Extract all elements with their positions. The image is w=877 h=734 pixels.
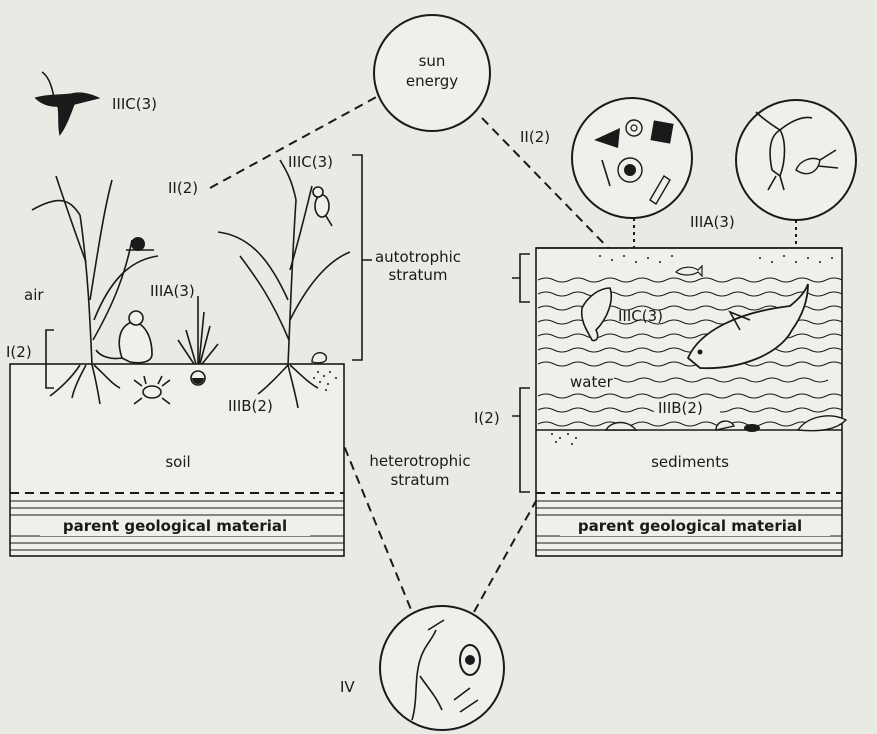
water-producer-label: II(2)	[520, 128, 550, 146]
bacteria-circle	[380, 606, 504, 730]
sun-label: sun	[419, 52, 446, 70]
soil-label: soil	[165, 453, 190, 471]
water-abiotic-label: I(2)	[474, 409, 500, 427]
heterotrophic-label: heterotrophic	[369, 452, 470, 470]
sun-energy-circle: sun energy	[374, 15, 490, 131]
land-consumer-label: IIIC(3)	[288, 153, 333, 171]
water-consumer-label: IIIC(3)	[618, 307, 663, 325]
grass-icon	[178, 296, 218, 364]
water-parent-label: parent geological material	[578, 517, 802, 535]
water-autotrophic-bracket	[512, 254, 530, 302]
water-heterotrophic-bracket	[512, 388, 530, 492]
land-abiotic-label: I(2)	[6, 343, 32, 361]
energy-label: energy	[406, 72, 458, 90]
bird-icon	[313, 187, 332, 226]
water-label: water	[570, 373, 614, 391]
heterotrophic-stratum-label: stratum	[390, 471, 449, 489]
snail-icon	[312, 353, 326, 363]
insect-icon	[191, 371, 205, 385]
land-parent-label: parent geological material	[63, 517, 287, 535]
autotrophic-bracket	[352, 155, 372, 360]
land-herbivore-label: IIIA(3)	[150, 282, 195, 300]
zooplankton-circle	[736, 100, 856, 220]
air-label: air	[24, 286, 44, 304]
phytoplankton-circle	[572, 98, 692, 218]
autotrophic-stratum-label: stratum	[388, 266, 447, 284]
microbe-label: IV	[340, 678, 355, 696]
land-decomposer-label: IIIB(2)	[228, 397, 273, 415]
land-producer-label: II(2)	[168, 179, 198, 197]
autotrophic-label: autotrophic	[375, 248, 461, 266]
water-decomposer-label: IIIB(2)	[658, 399, 703, 417]
land-soil-block: parent geological material soil	[10, 364, 344, 556]
water-herbivore-label: IIIA(3)	[690, 213, 735, 231]
sediments-label: sediments	[651, 453, 729, 471]
bird-icon	[36, 72, 98, 134]
bird-label: IIIC(3)	[112, 95, 157, 113]
